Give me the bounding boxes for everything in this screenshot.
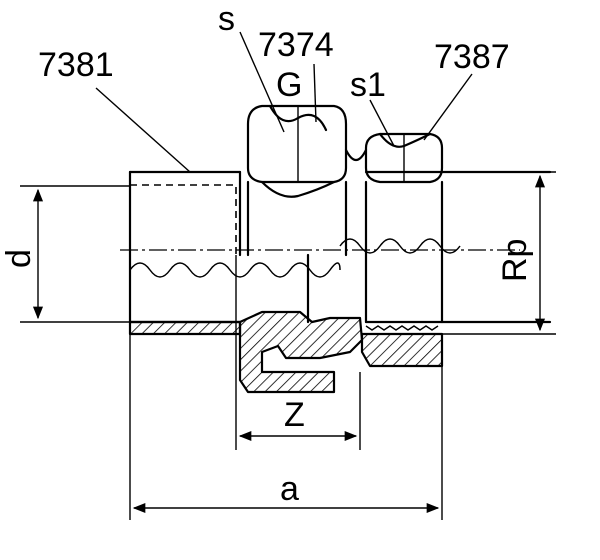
leader-lines	[95, 31, 473, 173]
label-7374: 7374	[258, 26, 334, 64]
label-s1: s1	[350, 66, 386, 104]
union-nut-7374	[238, 104, 368, 394]
label-z: Z	[284, 396, 305, 434]
tailpiece-7387	[339, 132, 552, 368]
label-7381: 7381	[38, 46, 114, 84]
socket-7381	[128, 170, 341, 336]
dimension-d	[20, 185, 130, 323]
label-g: G	[276, 66, 302, 104]
dimension-rp	[442, 171, 556, 335]
dimension-a	[129, 334, 443, 520]
label-s: s	[218, 0, 235, 38]
label-a: a	[280, 470, 299, 508]
label-rp: Rp	[496, 239, 534, 282]
label-7387: 7387	[434, 38, 510, 76]
label-d: d	[0, 249, 38, 268]
dimension-z	[235, 255, 361, 450]
